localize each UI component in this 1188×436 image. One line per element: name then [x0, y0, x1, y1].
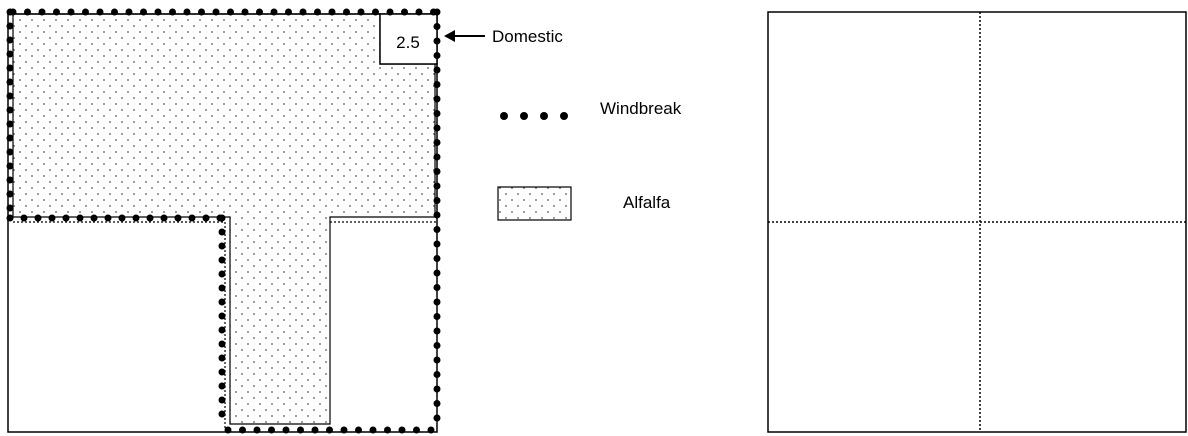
alfalfa-legend-label: Alfalfa — [623, 193, 671, 212]
legend: Windbreak Alfalfa — [497, 99, 682, 221]
domestic-box — [379, 13, 438, 65]
left-map: 2.5 Domestic — [6, 8, 563, 434]
domestic-box-value: 2.5 — [396, 33, 420, 52]
domestic-label: Domestic — [492, 27, 563, 46]
domestic-arrow-head — [444, 30, 455, 42]
windbreak-lines — [6, 8, 441, 434]
windbreak-legend-label: Windbreak — [600, 99, 682, 118]
alfalfa-legend-swatch — [497, 186, 572, 221]
right-map — [767, 11, 1187, 433]
